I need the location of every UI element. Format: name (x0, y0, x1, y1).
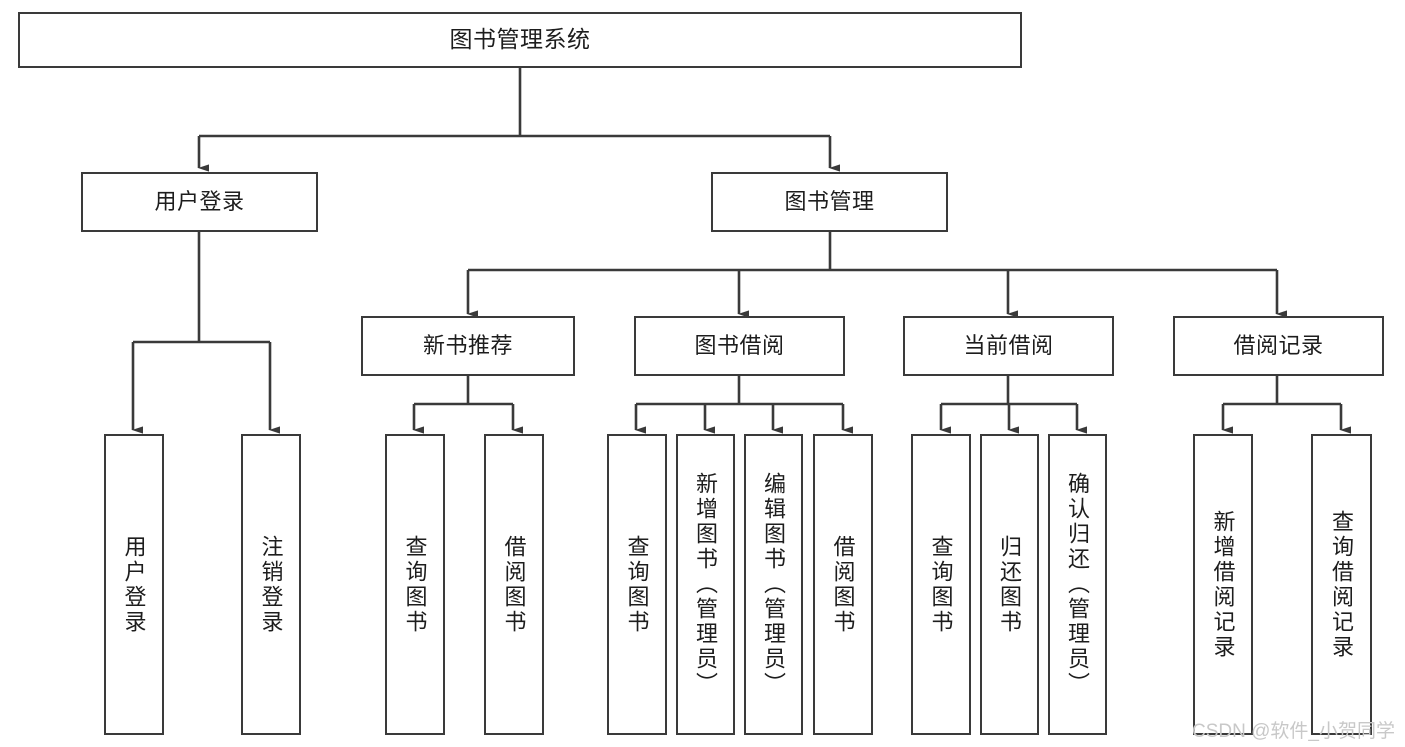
node-leaf-confirm-return-admin[interactable]: 确认归还（管理员） (1048, 434, 1107, 735)
node-label: 借阅图书 (501, 534, 527, 635)
node-leaf-return-books[interactable]: 归还图书 (980, 434, 1039, 735)
node-label: 查询图书 (402, 534, 428, 635)
node-label: 确认归还（管理员） (1065, 472, 1091, 697)
node-leaf-add-book-admin[interactable]: 新增图书（管理员） (676, 434, 735, 735)
node-leaf-borrow-books-newbook[interactable]: 借阅图书 (484, 434, 544, 735)
node-user-login[interactable]: 用户登录 (81, 172, 318, 232)
node-label: 查询图书 (928, 534, 954, 635)
node-label: 当前借阅 (963, 333, 1054, 359)
node-label: 编辑图书（管理员） (761, 472, 787, 697)
node-label: 用户登录 (121, 534, 147, 635)
node-leaf-query-borrow-record[interactable]: 查询借阅记录 (1311, 434, 1372, 735)
node-leaf-borrow-books-borrow[interactable]: 借阅图书 (813, 434, 873, 735)
node-label: 查询借阅记录 (1329, 509, 1355, 660)
node-label: 新增借阅记录 (1210, 509, 1236, 660)
node-label: 查询图书 (624, 534, 650, 635)
node-borrowing-records[interactable]: 借阅记录 (1173, 316, 1384, 376)
node-new-book-recommendation[interactable]: 新书推荐 (361, 316, 575, 376)
node-leaf-query-books-borrow[interactable]: 查询图书 (607, 434, 667, 735)
node-label: 注销登录 (258, 534, 284, 635)
node-label: 新书推荐 (422, 333, 513, 359)
node-leaf-query-books-newbook[interactable]: 查询图书 (385, 434, 445, 735)
node-book-borrowing[interactable]: 图书借阅 (634, 316, 845, 376)
node-label: 借阅图书 (830, 534, 856, 635)
node-leaf-edit-book-admin[interactable]: 编辑图书（管理员） (744, 434, 803, 735)
node-label: 图书借阅 (694, 333, 785, 359)
node-leaf-user-login[interactable]: 用户登录 (104, 434, 164, 735)
csdn-watermark: CSDN @软件_小贺同学 (1192, 721, 1395, 742)
node-label: 用户登录 (154, 189, 245, 215)
node-label: 图书管理 (784, 189, 875, 215)
node-leaf-logout[interactable]: 注销登录 (241, 434, 301, 735)
node-book-management[interactable]: 图书管理 (711, 172, 948, 232)
node-leaf-add-borrow-record[interactable]: 新增借阅记录 (1193, 434, 1253, 735)
node-label: 新增图书（管理员） (693, 472, 719, 697)
node-label: 图书管理系统 (449, 26, 591, 53)
node-label: 借阅记录 (1233, 333, 1324, 359)
node-label: 归还图书 (997, 534, 1023, 635)
node-root-book-management-system[interactable]: 图书管理系统 (18, 12, 1022, 68)
node-leaf-query-books-current[interactable]: 查询图书 (911, 434, 971, 735)
node-current-borrowing[interactable]: 当前借阅 (903, 316, 1114, 376)
